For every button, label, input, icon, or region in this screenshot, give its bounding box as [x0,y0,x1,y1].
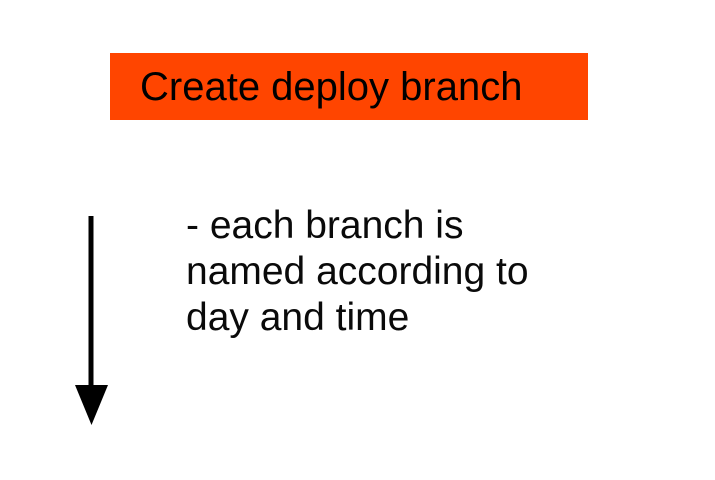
down-arrow-icon [72,216,112,430]
title-banner: Create deploy branch [110,53,588,120]
body-line-3: day and time [186,296,410,339]
page-title: Create deploy branch [140,64,523,109]
body-text-block: - each branch is named according to day … [186,203,586,341]
body-line-1: - each branch is [186,204,464,247]
body-line-2: named according to [186,250,529,293]
